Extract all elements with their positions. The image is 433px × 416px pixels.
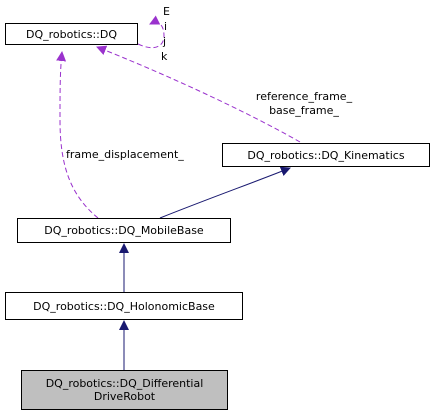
self-loop-label-i: i [164, 20, 168, 33]
edge-kinematics-to-dq [96, 45, 301, 143]
node-dq-mobile-base[interactable]: DQ_robotics::DQ_MobileBase [17, 218, 231, 243]
node-dq-holonomic-base-label: DQ_robotics::DQ_HolonomicBase [33, 299, 215, 313]
edge-mobilebase-to-dq [56, 51, 99, 219]
self-loop-label-j: j [163, 35, 167, 48]
node-dq-holonomic-base[interactable]: DQ_robotics::DQ_HolonomicBase [5, 292, 243, 320]
edge-label-base-frame: base_frame_ [269, 104, 339, 117]
edge-label-frame-displacement: frame_displacement_ [66, 148, 184, 161]
node-dq-kinematics-label: DQ_robotics::DQ_Kinematics [247, 148, 405, 162]
self-loop-label-k: k [161, 50, 168, 63]
node-dq-differential-drive-robot-label-line2: DriveRobot [93, 390, 156, 403]
node-dq-label: DQ_robotics::DQ [25, 27, 118, 41]
node-dq-mobile-base-label: DQ_robotics::DQ_MobileBase [44, 224, 204, 237]
self-loop-label-e: E [163, 5, 170, 18]
node-dq[interactable]: DQ_robotics::DQ [5, 23, 138, 45]
edge-label-reference-frame: reference_frame_ [255, 90, 353, 103]
edge-mobilebase-to-kinematics [159, 166, 291, 219]
node-dq-differential-drive-robot[interactable]: DQ_robotics::DQ_Differential DriveRobot [21, 370, 228, 410]
edge-dq-self-loop [137, 15, 165, 49]
node-dq-kinematics[interactable]: DQ_robotics::DQ_Kinematics [222, 143, 430, 167]
node-dq-differential-drive-robot-label-line1: DQ_robotics::DQ_Differential [45, 377, 204, 390]
